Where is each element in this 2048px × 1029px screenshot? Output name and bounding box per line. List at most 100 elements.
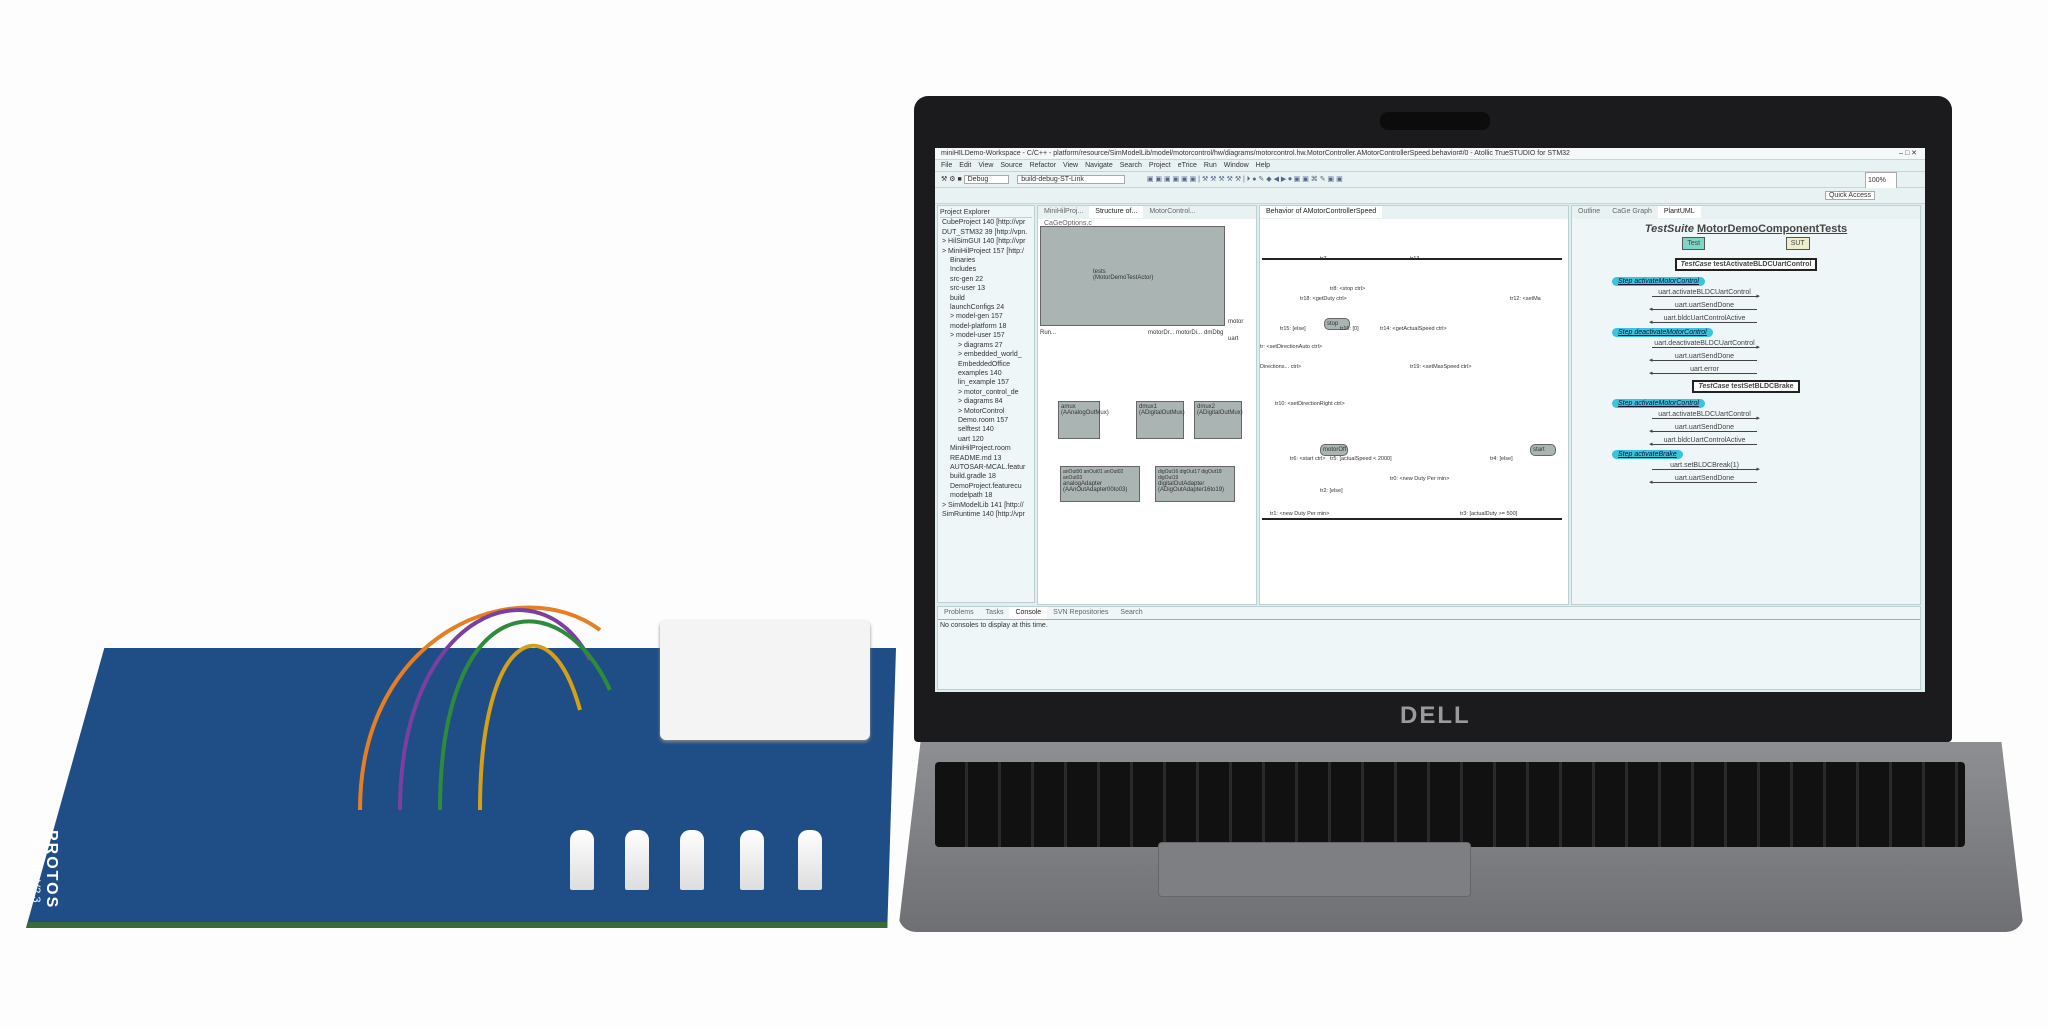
tree-item[interactable]: modelpath 18 xyxy=(950,492,993,500)
transition-label[interactable]: tr8: <stop ctrl> xyxy=(1330,286,1366,292)
menu-item[interactable]: View xyxy=(978,162,994,169)
step-badge[interactable]: Step activateMotorControl xyxy=(1612,399,1705,408)
tree-item[interactable]: README.md 13 xyxy=(950,454,1002,462)
tree-item[interactable]: uart 120 xyxy=(958,435,984,443)
editor-tab[interactable]: CaGeOptions.c xyxy=(1044,220,1092,227)
tree-item[interactable]: > motor_control_de xyxy=(958,388,1019,396)
tree-item[interactable]: model-platform 18 xyxy=(950,322,1007,330)
transition-label[interactable]: tr10: <setDirectionRight ctrl> xyxy=(1275,401,1345,407)
sequence-message[interactable]: uart.deactivateBLDCUartControl▸ xyxy=(1652,340,1760,351)
console-tab[interactable]: Search xyxy=(1120,609,1143,616)
transition-label[interactable]: tr16: [0] xyxy=(1340,326,1359,332)
tree-item[interactable]: build.gradle 18 xyxy=(950,473,996,481)
tree-item[interactable]: > model-gen 157 xyxy=(950,313,1003,321)
keyboard[interactable] xyxy=(935,762,1965,847)
mux-block[interactable]: dmux1(ADigitalOutMux) xyxy=(1136,401,1185,439)
transition-label[interactable]: tr19: <setMaxSpeed ctrl> xyxy=(1410,364,1472,370)
menu-item[interactable]: Source xyxy=(1000,162,1023,169)
sequence-message[interactable]: uart.error◂ xyxy=(1649,366,1757,377)
transition-label[interactable]: tr5: [actualSpeed < 2000] xyxy=(1330,456,1392,462)
transition-label[interactable]: tr18: <getDuty ctrl> xyxy=(1300,296,1347,302)
view-tab[interactable]: Outline xyxy=(1578,208,1601,215)
tree-item[interactable]: CubeProject 140 [http://vpr xyxy=(942,219,1026,227)
menu-item[interactable]: File xyxy=(941,162,953,169)
potentiometer[interactable] xyxy=(625,830,649,890)
potentiometer[interactable] xyxy=(740,830,764,890)
tree-item[interactable]: > MotorControl xyxy=(958,407,1005,415)
potentiometer[interactable] xyxy=(680,830,704,890)
sequence-message[interactable]: uart.uartSendDone◂ xyxy=(1649,302,1757,313)
transition-label[interactable]: tr0: <new Duty Per min> xyxy=(1390,476,1450,482)
menu-item[interactable]: Project xyxy=(1148,162,1171,169)
menu-item[interactable]: Help xyxy=(1255,162,1271,169)
view-tab[interactable]: CaGe Graph xyxy=(1612,208,1652,215)
console-tab[interactable]: Problems xyxy=(944,609,974,616)
step-badge[interactable]: Step deactivateMotorControl xyxy=(1612,328,1713,337)
editor-tab[interactable]: MotorControl... xyxy=(1149,208,1196,215)
tree-item[interactable]: Binaries xyxy=(950,257,976,265)
participant-test[interactable]: Test xyxy=(1682,237,1706,250)
tree-item[interactable]: lin_example 157 xyxy=(958,379,1009,387)
tree-item[interactable]: > HilSimGUI 140 [http://vpr xyxy=(942,238,1026,246)
tree-item[interactable]: > SimModelLib 141 [http:// xyxy=(942,501,1024,509)
participant-sut[interactable]: SUT xyxy=(1785,237,1810,250)
transition-label[interactable]: Directions... ctrl> xyxy=(1260,364,1302,370)
transition-label[interactable]: tr3: [actualDuty >= 500] xyxy=(1460,511,1518,517)
transition-label[interactable]: tr2: [else] xyxy=(1320,488,1343,494)
touchpad[interactable] xyxy=(1158,842,1471,897)
quick-access-input[interactable]: Quick Access xyxy=(1824,191,1875,200)
sequence-message[interactable]: uart.uartSendDone◂ xyxy=(1649,424,1757,435)
tree-item[interactable]: build xyxy=(950,294,965,302)
console-tab[interactable]: Tasks xyxy=(985,609,1004,616)
tree-item[interactable]: selftest 140 xyxy=(958,426,994,434)
tree-item[interactable]: src-gen 22 xyxy=(950,275,984,283)
tree-item[interactable]: > diagrams 27 xyxy=(958,341,1003,349)
step-badge[interactable]: Step activateBrake xyxy=(1612,450,1683,459)
tree-item[interactable]: > embedded_world_ xyxy=(958,351,1022,359)
view-tab[interactable]: PlantUML xyxy=(1657,206,1701,218)
sequence-message[interactable]: uart.activateBLDCUartControl▸ xyxy=(1652,289,1760,300)
transition-label[interactable]: tr1: <new Duty Per min> xyxy=(1270,511,1330,517)
tree-item[interactable]: DemoProject.featurecu xyxy=(950,482,1022,490)
tests-actor[interactable]: tests(MotorDemoTestActor) xyxy=(1040,226,1225,326)
tree-item[interactable]: examples 140 xyxy=(958,369,1002,377)
tree-item[interactable]: src-user 13 xyxy=(950,285,986,293)
potentiometer[interactable] xyxy=(798,830,822,890)
sequence-message[interactable]: uart.uartSendDone◂ xyxy=(1649,475,1757,486)
menu-item[interactable]: Search xyxy=(1119,162,1142,169)
tree-item[interactable]: > diagrams 84 xyxy=(958,398,1003,406)
menu-item[interactable]: Navigate xyxy=(1085,162,1113,169)
state-stop[interactable]: stop xyxy=(1324,318,1350,330)
state-motoroff[interactable]: motorOff xyxy=(1320,444,1348,456)
transition-label[interactable]: tr15: [else] xyxy=(1280,326,1306,332)
step-badge[interactable]: Step activateMotorControl xyxy=(1612,277,1705,286)
menu-item[interactable]: Window xyxy=(1223,162,1249,169)
transition-label[interactable]: tr6: <start ctrl> xyxy=(1290,456,1326,462)
editor-tab[interactable]: Structure of... xyxy=(1089,206,1144,218)
tree-item[interactable]: > model-user 157 xyxy=(950,332,1005,340)
testcase-box[interactable]: TestCase testSetBLDCBrake xyxy=(1692,380,1800,393)
console-tab[interactable]: SVN Repositories xyxy=(1053,609,1109,616)
menu-item[interactable]: Refactor xyxy=(1029,162,1057,169)
tab-behavior[interactable]: Behavior of AMotorControllerSpeed xyxy=(1260,206,1383,218)
transition-label[interactable]: tr: <setDirectionAuto ctrl> xyxy=(1260,344,1323,350)
tree-item[interactable]: SimRuntime 140 [http://vpr xyxy=(942,511,1025,518)
sequence-message[interactable]: uart.uartSendDone◂ xyxy=(1649,353,1757,364)
testcase-box[interactable]: TestCase testActivateBLDCUartControl xyxy=(1674,258,1818,271)
mux-block[interactable]: dmux2(ADigitalOutMux) xyxy=(1194,401,1243,439)
menu-item[interactable]: Run xyxy=(1203,162,1217,169)
sequence-message[interactable]: uart.bldcUartControlActive◂ xyxy=(1649,437,1757,448)
console-tab[interactable]: Console xyxy=(1009,607,1048,619)
tree-item[interactable]: launchConfigs 24 xyxy=(950,304,1005,312)
sequence-message[interactable]: uart.bldcUartControlActive◂ xyxy=(1649,315,1757,326)
transition-label[interactable]: tr13 xyxy=(1410,256,1420,262)
tree-item[interactable]: MiniHilProject.room xyxy=(950,445,1011,453)
window-controls[interactable]: – □ ✕ xyxy=(1899,150,1917,157)
potentiometer[interactable] xyxy=(570,830,594,890)
tree-item[interactable]: > MiniHilProject 157 [http:/ xyxy=(942,247,1024,255)
sequence-message[interactable]: uart.setBLDCBreak(1)▸ xyxy=(1652,462,1760,473)
tree-item[interactable]: Demo.room 157 xyxy=(958,416,1009,424)
state-start[interactable]: start xyxy=(1530,444,1556,456)
tree-item[interactable]: AUTOSAR-MCAL.featur xyxy=(950,463,1026,471)
